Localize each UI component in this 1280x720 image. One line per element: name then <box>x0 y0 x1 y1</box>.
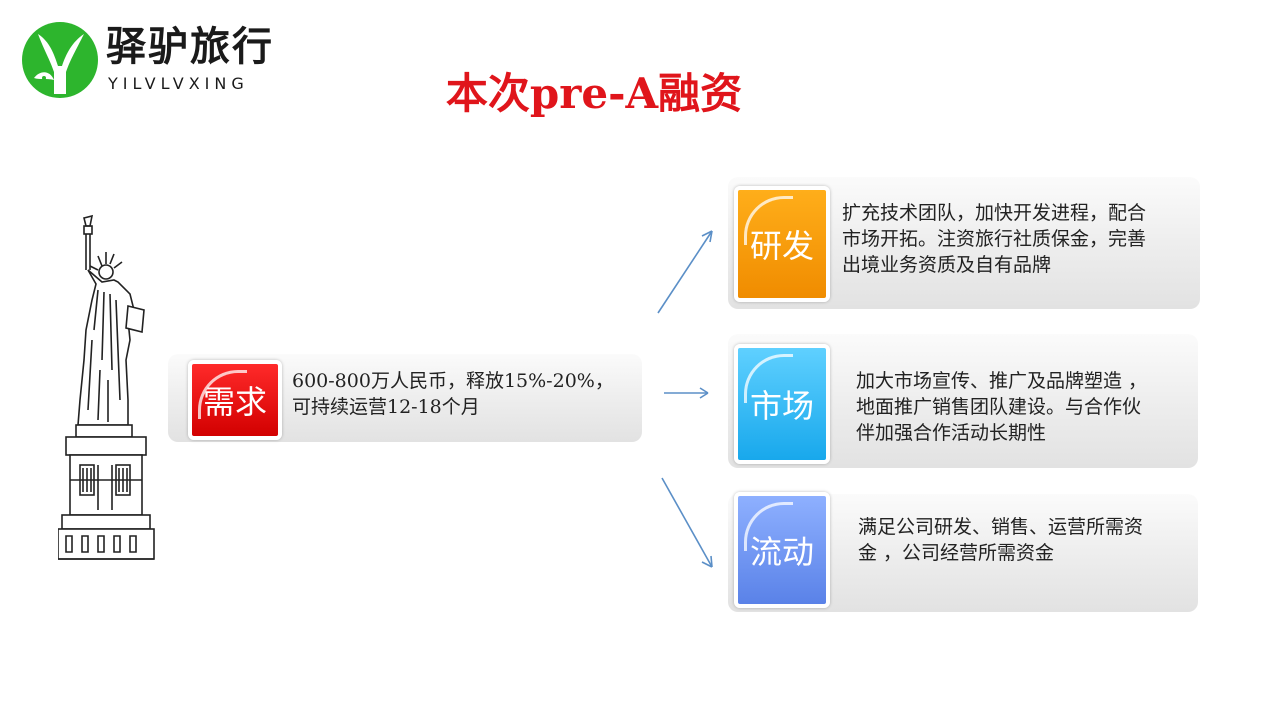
market-line: 加大市场宣传、推广及品牌塑造 ， <box>856 370 1148 392</box>
rd-line: 出境业务资质及自有品牌 <box>842 254 1052 276</box>
statue-of-liberty-icon <box>58 214 155 560</box>
demand-line: 可持续运营12-18个月 <box>292 396 480 418</box>
market-text: 加大市场宣传、推广及品牌塑造 ， 地面推广销售团队建设。与合作伙 伴加强合作活动… <box>856 368 1192 446</box>
brand-logo: 驿驴旅行 YILVLVXING <box>20 20 290 102</box>
market-label: 市场 <box>749 387 814 425</box>
market-line: 伴加强合作活动长期性 <box>856 422 1047 444</box>
demand-tile: 需求 <box>188 360 282 440</box>
arrow-up-icon <box>657 230 713 314</box>
demand-label: 需求 <box>202 383 267 421</box>
liquidity-line: 满足公司研发、销售、运营所需资 <box>858 516 1144 538</box>
demand-line: 600-800万人民币，释放15%-20%， <box>292 370 614 392</box>
liquidity-text: 满足公司研发、销售、运营所需资 金 ，公司经营所需资金 <box>858 514 1192 566</box>
arrow-down-head <box>701 555 713 568</box>
arrow-right-head <box>699 387 709 399</box>
market-tile: 市场 <box>734 344 830 464</box>
rd-line: 市场开拓。注资旅行社质保金，完善 <box>842 228 1147 250</box>
brand-name: 驿驴旅行 <box>106 24 274 70</box>
rd-text: 扩充技术团队，加快开发进程，配合 市场开拓。注资旅行社质保金，完善 出境业务资质… <box>842 200 1192 278</box>
arrow-up-head <box>701 230 713 243</box>
liquidity-label: 流动 <box>749 533 814 571</box>
rd-line: 扩充技术团队，加快开发进程，配合 <box>842 202 1147 224</box>
brand-subtitle: YILVLVXING <box>108 74 249 93</box>
rd-tile: 研发 <box>734 186 830 302</box>
leaf-logo-icon <box>22 22 98 98</box>
rd-label: 研发 <box>749 227 814 265</box>
market-line: 地面推广销售团队建设。与合作伙 <box>856 396 1142 418</box>
demand-text: 600-800万人民币，释放15%-20%， 可持续运营12-18个月 <box>292 368 646 420</box>
liquidity-line: 金 ，公司经营所需资金 <box>858 542 1055 564</box>
liquidity-tile: 流动 <box>734 492 830 608</box>
arrow-down-icon <box>661 477 713 568</box>
slide-title: 本次pre-A融资 <box>445 69 743 118</box>
